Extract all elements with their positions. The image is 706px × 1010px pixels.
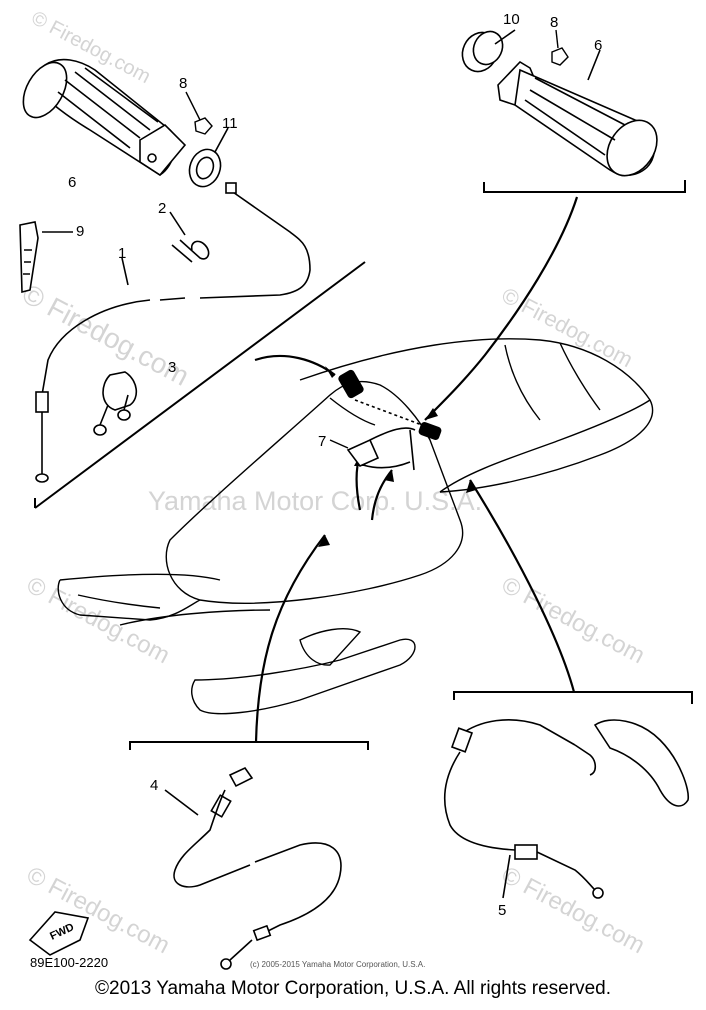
callout-numbers: 1 2 3 4 5 6 6 7 8 8 9 10 11 xyxy=(68,11,602,919)
callout-6-left: 6 xyxy=(68,174,76,191)
bracket-part xyxy=(329,439,349,449)
watermark: © Firedog.com xyxy=(497,571,649,669)
grip-right-part xyxy=(497,49,658,177)
watermark: © Firedog.com xyxy=(497,861,649,959)
callout-4: 4 xyxy=(150,777,158,794)
handlebar-center-detail xyxy=(338,369,442,471)
end-cap-part xyxy=(461,29,516,73)
callout-2: 2 xyxy=(158,200,166,217)
key-part xyxy=(19,221,73,294)
small-copyright: (c) 2005-2015 Yamaha Motor Corporation, … xyxy=(250,960,425,969)
clamp-part xyxy=(93,371,138,436)
callout-10: 10 xyxy=(503,11,520,28)
choke-cable-part xyxy=(164,766,342,970)
callout-5: 5 xyxy=(498,902,506,919)
grip-left-part xyxy=(22,58,187,177)
brake-cable-part xyxy=(444,719,690,899)
clip-part xyxy=(169,211,210,263)
detail-box-top-left xyxy=(34,261,366,509)
detail-box-bottom-right xyxy=(453,691,693,704)
leader-lines xyxy=(254,196,579,743)
part-number: 89E100-2220 xyxy=(30,955,108,970)
callout-11: 11 xyxy=(222,115,238,132)
ring-part xyxy=(188,127,229,188)
fwd-arrow: FWD xyxy=(28,911,90,956)
nut-part-left xyxy=(185,91,213,135)
callout-1: 1 xyxy=(118,245,126,262)
callout-3: 3 xyxy=(168,359,176,376)
callout-8-right: 8 xyxy=(550,14,558,31)
callout-9: 9 xyxy=(76,223,84,240)
callout-8-left: 8 xyxy=(179,75,187,92)
snowmobile-outline xyxy=(57,338,654,715)
throttle-cable-part xyxy=(35,182,311,483)
watermark-center: Yamaha Motor Corp. U.S.A. xyxy=(148,486,482,516)
detail-box-bottom-left xyxy=(129,741,369,750)
callout-7: 7 xyxy=(318,433,326,450)
watermarks: © Firedog.com © Firedog.com © Firedog.co… xyxy=(17,7,649,959)
callout-6-right: 6 xyxy=(594,37,602,54)
nut-part-right xyxy=(551,29,569,66)
detail-box-top-right xyxy=(483,180,686,193)
copyright-notice: ©2013 Yamaha Motor Corporation, U.S.A. A… xyxy=(95,978,611,999)
